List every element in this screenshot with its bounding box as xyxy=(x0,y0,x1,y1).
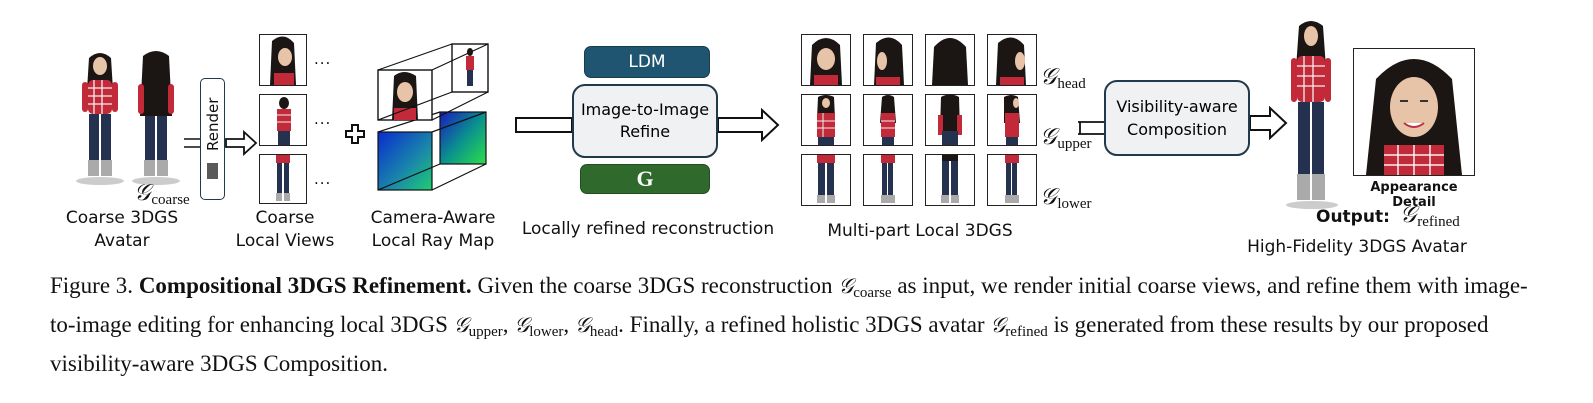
caption-comma-2: , xyxy=(563,312,575,337)
ellipsis-1: ... xyxy=(314,50,332,68)
lower-thumb-2 xyxy=(863,154,913,206)
upper-thumb-3 xyxy=(925,94,975,146)
multipart-label: Multi-part Local 3DGS xyxy=(827,221,1013,241)
head-thumb-2 xyxy=(863,34,913,86)
g-coarse-symbol: 𝒢coarse xyxy=(134,180,190,208)
g-refined-symbol: 𝒢refined xyxy=(1399,202,1460,230)
caption-figure-number: Figure 3. xyxy=(50,273,134,298)
g-lower-symbol: 𝒢lower xyxy=(1040,184,1092,212)
g-head-symbol: 𝒢head xyxy=(1040,64,1086,92)
render-box: Render xyxy=(200,78,225,200)
caption-g-upper: 𝒢upper xyxy=(453,313,503,340)
ellipsis-3: ... xyxy=(314,170,332,188)
ldm-label: LDM xyxy=(628,52,666,72)
caption-comma-1: , xyxy=(502,312,515,337)
appearance-detail-thumb xyxy=(1353,48,1475,176)
coarse-avatar-front-image xyxy=(76,53,124,185)
head-thumb-1 xyxy=(801,34,851,86)
caption-g-head: 𝒢head xyxy=(574,313,619,340)
appearance-detail-label: Appearance Detail xyxy=(1370,180,1458,210)
head-thumb-3 xyxy=(925,34,975,86)
caption-text-2: as input, we render initial coarse views… xyxy=(50,273,1528,337)
upper-thumb-2 xyxy=(863,94,913,146)
multipart-grid xyxy=(801,34,1037,206)
high-fidelity-label: High-Fidelity 3DGS Avatar xyxy=(1247,237,1467,257)
output-line: Output: 𝒢refined xyxy=(1316,202,1486,231)
caption-text-1: Given the coarse 3DGS reconstruction xyxy=(471,273,839,298)
arrow-to-multipart-icon xyxy=(718,108,780,142)
plus-icon xyxy=(345,124,365,144)
ellipsis-2: ... xyxy=(314,110,332,128)
coarse-view-head-thumb xyxy=(259,34,307,86)
figure-caption: Figure 3. Compositional 3DGS Refinement.… xyxy=(50,270,1550,379)
caption-text-3: . Finally, a refined holistic 3DGS avata… xyxy=(618,312,991,337)
caption-g-lower: 𝒢lower xyxy=(514,313,564,340)
coarse-view-lower-thumb xyxy=(259,154,307,204)
ray-map-illustration xyxy=(377,43,489,191)
caption-text-4: is generated from these results by our p… xyxy=(50,312,1489,376)
head-thumb-4 xyxy=(987,34,1037,86)
ldm-block: LDM xyxy=(584,46,710,78)
lower-thumb-3 xyxy=(925,154,975,206)
arrow-to-refine-icon xyxy=(515,117,573,133)
caption-title: Compositional 3DGS Refinement. xyxy=(138,273,472,298)
coarse-avatar-back-image xyxy=(132,51,180,185)
lower-thumb-1 xyxy=(801,154,851,206)
lower-thumb-4 xyxy=(987,154,1037,206)
g-block: G xyxy=(580,164,710,194)
g-label: G xyxy=(636,166,654,191)
g-upper-symbol: 𝒢upper xyxy=(1040,124,1092,152)
coarse-view-upper-thumb xyxy=(259,94,307,146)
output-label: Output: xyxy=(1316,207,1390,227)
caption-g-coarse: 𝒢coarse xyxy=(838,274,892,301)
upper-thumb-4 xyxy=(987,94,1037,146)
caption-g-refined: 𝒢refined xyxy=(990,313,1048,340)
arrow-to-output-icon xyxy=(1250,106,1288,140)
small-arrow-icon xyxy=(184,130,258,156)
locally-refined-label: Locally refined reconstruction xyxy=(521,219,775,239)
upper-thumb-1 xyxy=(801,94,851,146)
connector-to-composition-icon xyxy=(1078,121,1106,135)
refined-avatar-image xyxy=(1286,21,1338,209)
render-thumb-icon xyxy=(207,163,218,179)
